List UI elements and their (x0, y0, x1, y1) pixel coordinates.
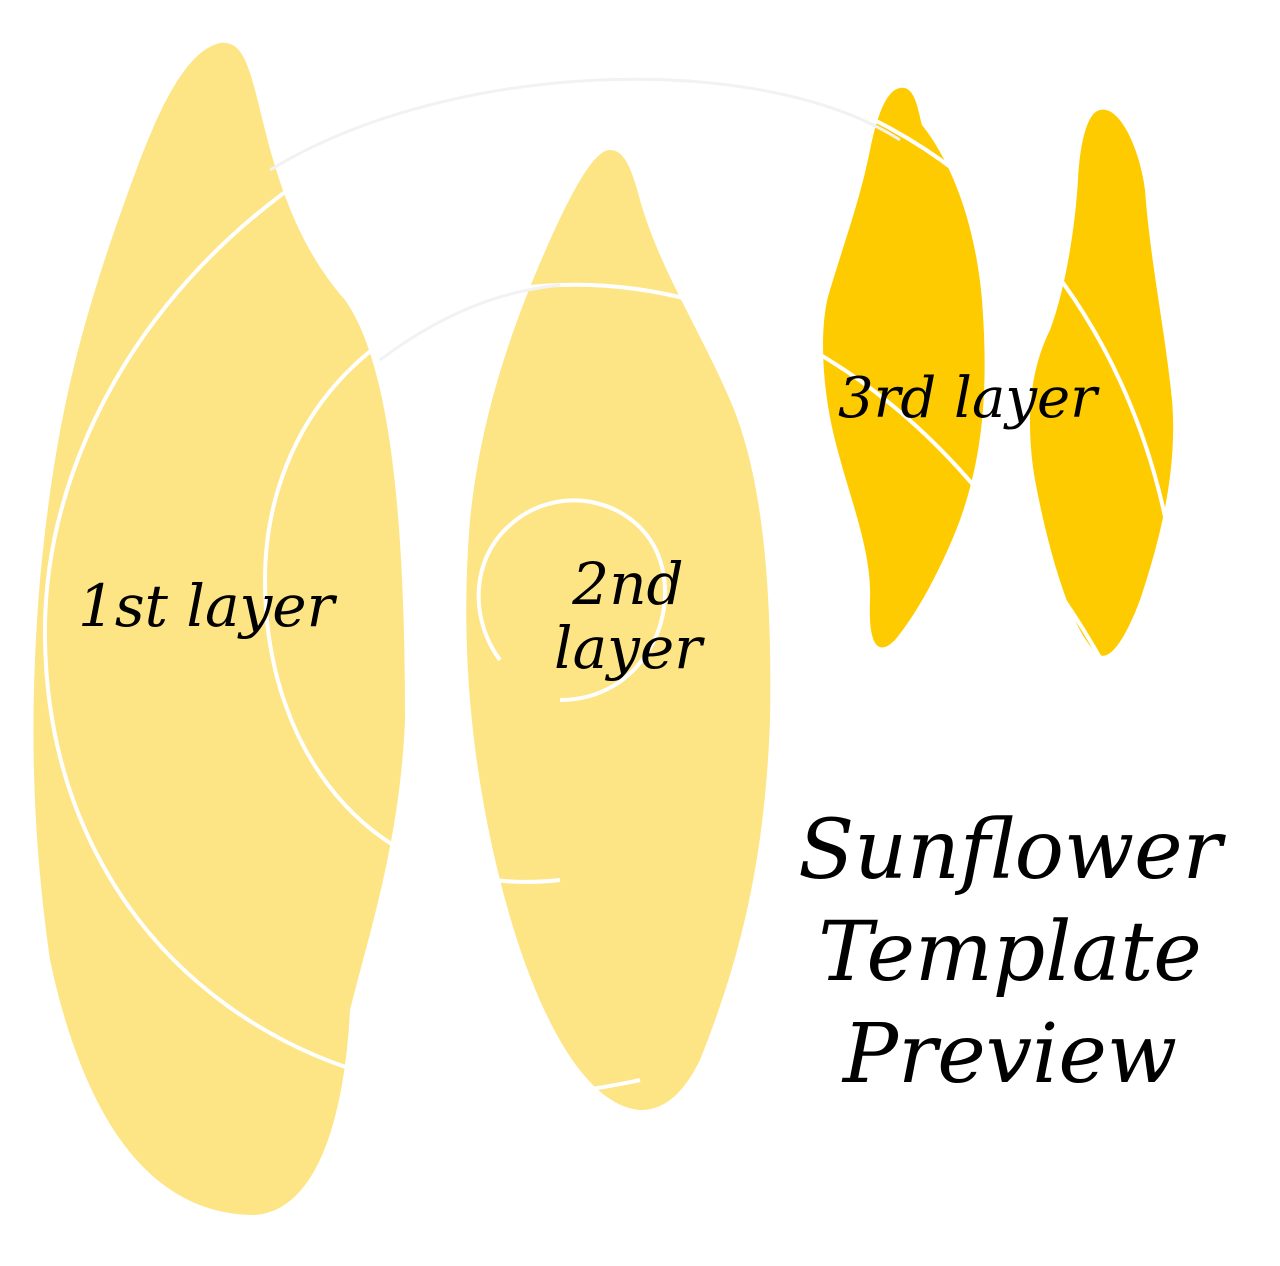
third-layer-petal-right (1030, 109, 1174, 656)
template-title: Sunflower Template Preview (780, 800, 1240, 1106)
third-layer-label: 3rd layer (838, 366, 1097, 431)
first-layer-label: 1st layer (78, 572, 335, 640)
title-line-1: Sunflower (798, 803, 1222, 898)
third-layer-petal-left (823, 87, 985, 648)
second-layer-label: 2nd layer (548, 552, 708, 680)
title-line-3: Preview (842, 1007, 1178, 1102)
first-layer-petal (33, 42, 405, 1216)
second-layer-petal (466, 150, 771, 1110)
second-layer-label-line1: 2nd (572, 550, 684, 618)
second-layer-label-line2: layer (554, 614, 702, 682)
title-line-2: Template (818, 905, 1202, 1000)
